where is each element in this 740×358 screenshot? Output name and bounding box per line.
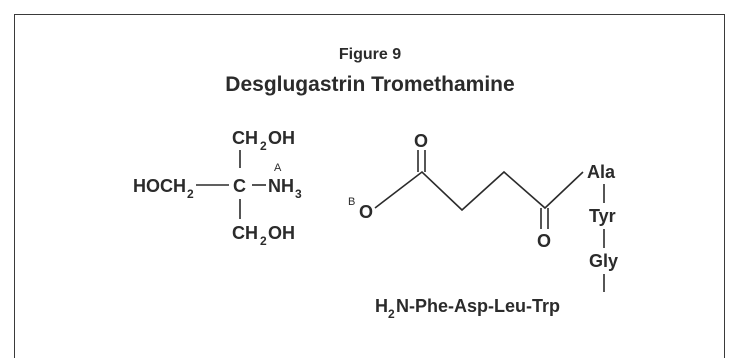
tris-top-oh: OH (268, 128, 295, 148)
oxygen-top: O (414, 131, 428, 151)
tris-left-hoch: HOCH (133, 176, 186, 196)
tris-left-sub: 2 (187, 187, 194, 201)
tris-right-nh: NH (268, 176, 294, 196)
tris-bottom-ch: CH (232, 223, 258, 243)
figure-frame (14, 14, 725, 358)
chain-rest: N-Phe-Asp-Leu-Trp (396, 296, 560, 316)
residue-tyr: Tyr (589, 206, 616, 226)
tris-center-carbon: C (233, 176, 246, 196)
desglugastrin-structure: B O O O Ala Tyr Gly H 2 N-Phe-Asp-Leu-Tr… (348, 131, 618, 321)
figure-title: Desglugastrin Tromethamine (225, 73, 515, 96)
residue-gly: Gly (589, 251, 618, 271)
carbon-chain (374, 170, 584, 212)
tris-bottom-oh: OH (268, 223, 295, 243)
tris-top-ch: CH (232, 128, 258, 148)
chain-h-sub: 2 (388, 307, 395, 321)
oxygen-anion: O (359, 202, 373, 222)
residue-ala: Ala (587, 162, 616, 182)
tris-label-a: A (274, 162, 282, 174)
tris-top-sub: 2 (260, 139, 267, 153)
chain-h: H (375, 296, 388, 316)
tris-bottom-sub: 2 (260, 234, 267, 248)
oxygen-bottom: O (537, 231, 551, 251)
label-b: B (348, 196, 355, 208)
tris-right-sub: 3 (295, 187, 302, 201)
tromethamine-structure: CH 2 OH HOCH 2 C A NH 3 CH 2 OH (133, 128, 302, 248)
figure-number: Figure 9 (338, 46, 402, 63)
